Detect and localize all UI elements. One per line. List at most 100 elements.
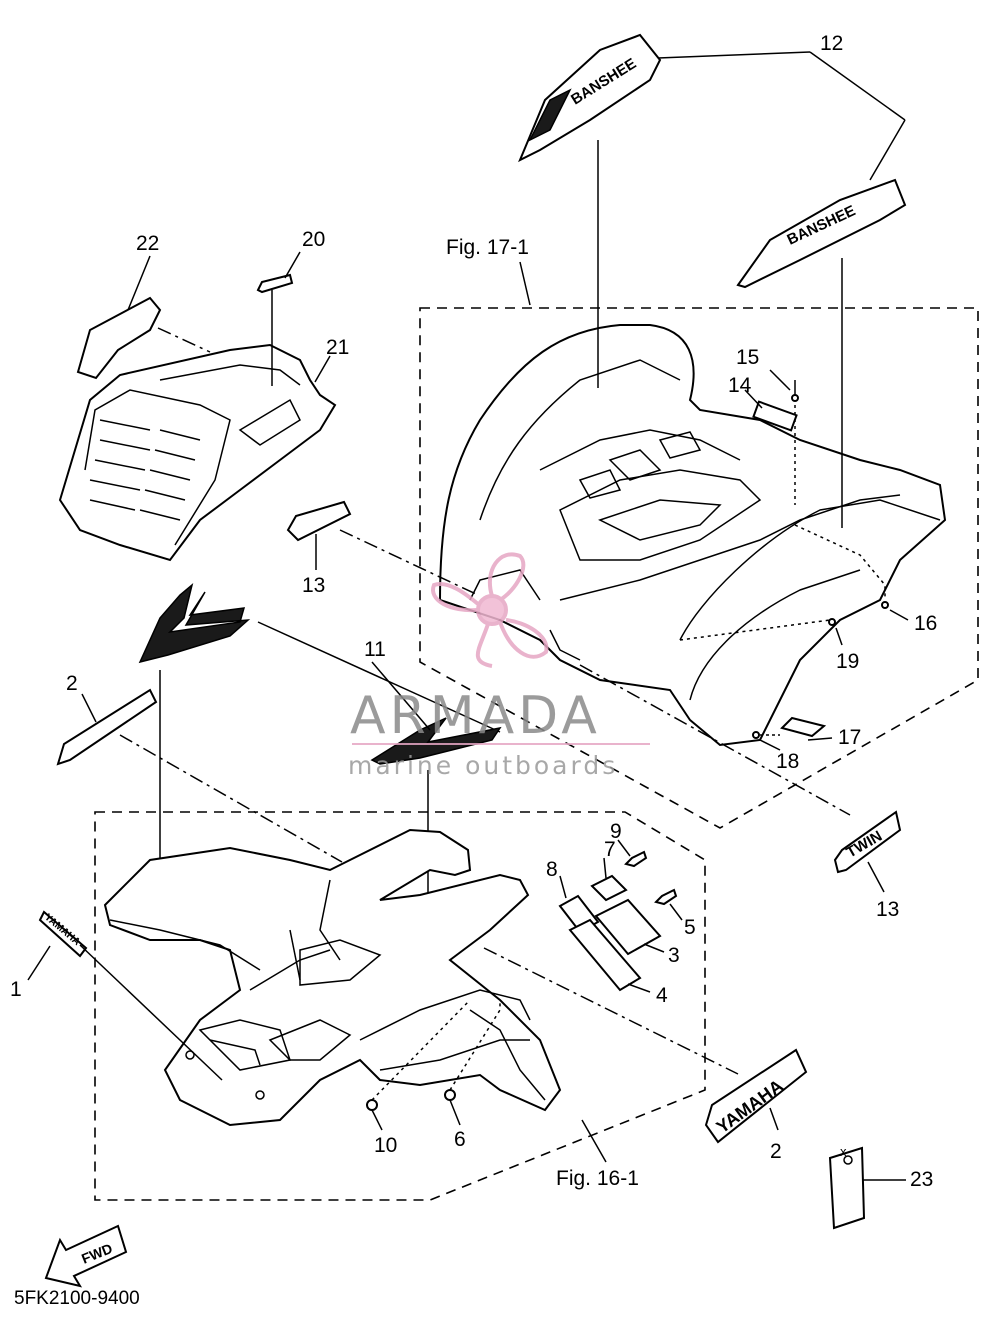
callout-7: 7 — [604, 838, 616, 861]
leader-3 — [643, 943, 665, 953]
dashline-13b — [579, 664, 851, 816]
leader-17 — [807, 737, 833, 741]
part-23-hole — [843, 1155, 853, 1165]
leader-7 — [603, 857, 607, 879]
leader-12a — [657, 51, 811, 59]
callout-23: 23 — [910, 1168, 933, 1191]
leader-9 — [617, 839, 631, 857]
callout-12: 12 — [820, 32, 843, 55]
leader-6 — [449, 1099, 461, 1126]
dotted-19 — [679, 619, 831, 641]
front-fender — [103, 828, 562, 1127]
leader-11-line — [257, 621, 501, 733]
part-19 — [828, 618, 836, 626]
leader-20b — [284, 251, 301, 279]
leader-2a — [81, 693, 97, 723]
callout-2a: 2 — [66, 672, 78, 695]
yamaha-small-text: YAMAHA — [42, 912, 82, 948]
part-3 — [594, 898, 662, 956]
rear-fender-outline-box — [419, 307, 979, 829]
callout-8: 8 — [546, 858, 558, 881]
propeller-logo-icon — [431, 552, 549, 668]
callout-3: 3 — [668, 944, 680, 967]
part-23 — [828, 1146, 866, 1230]
callout-13b: 13 — [876, 898, 899, 921]
yamaha-decal-small: YAMAHA — [38, 910, 88, 958]
callout-16: 16 — [914, 612, 937, 635]
front-fender-outline-box — [94, 811, 706, 1201]
yamaha-decal-large: YAMAHA — [704, 1048, 808, 1144]
banshee-decal-top: BANSHEE — [518, 33, 662, 163]
callout-18: 18 — [776, 750, 799, 773]
part-14 — [752, 400, 798, 432]
callout-6: 6 — [454, 1128, 466, 1151]
leader-fig17 — [519, 261, 531, 306]
part-18 — [752, 731, 760, 739]
leader-12b — [809, 51, 906, 121]
part-5 — [654, 888, 678, 906]
fig-16-label: Fig. 16-1 — [556, 1167, 639, 1190]
callout-5: 5 — [684, 916, 696, 939]
part-17 — [780, 716, 827, 738]
leader-11 — [371, 661, 431, 731]
callout-19: 19 — [836, 650, 859, 673]
part-13a — [286, 500, 352, 542]
leader-2b — [769, 1107, 779, 1131]
dashline-13a — [339, 529, 479, 596]
callout-10: 10 — [374, 1134, 397, 1157]
callout-11: 11 — [364, 638, 386, 661]
callout-1: 1 — [10, 978, 22, 1001]
part-16 — [881, 601, 889, 609]
callout-20: 20 — [302, 228, 325, 251]
part-9 — [624, 850, 648, 868]
part-23-mark: x — [840, 1144, 847, 1159]
callout-21: 21 — [326, 336, 349, 359]
leader-4 — [627, 983, 651, 993]
side-cover-assembly — [58, 343, 337, 562]
leader-1-to-fender — [79, 944, 223, 1081]
leader-12c — [869, 119, 906, 181]
leader-16 — [889, 609, 909, 621]
callout-9: 9 — [610, 820, 622, 843]
part-20 — [256, 273, 294, 294]
front-dark-decal — [138, 582, 251, 664]
callout-22: 22 — [136, 232, 159, 255]
leader-22 — [127, 255, 151, 311]
dashline-2a — [119, 734, 343, 863]
part-7 — [590, 874, 628, 902]
fig-17-label: Fig. 17-1 — [446, 236, 529, 259]
watermark-brand: ARMADA — [350, 686, 601, 746]
leader-fig16 — [581, 1119, 607, 1163]
dotted-16 — [794, 524, 886, 600]
leader-15 — [769, 369, 791, 391]
part-15 — [791, 394, 799, 402]
part-2a — [56, 688, 158, 766]
rear-fender — [438, 324, 947, 747]
watermark-tagline: marine outboards — [348, 751, 618, 780]
callout-14: 14 — [728, 374, 752, 397]
dotted-10 — [371, 999, 471, 1101]
dashline-22 — [157, 327, 211, 353]
leader-8 — [559, 875, 567, 899]
part-6 — [444, 1089, 456, 1101]
leader-5 — [669, 903, 683, 921]
part-4 — [568, 918, 642, 992]
leader-10 — [371, 1109, 383, 1131]
leader-1 — [27, 945, 51, 981]
callout-15: 15 — [736, 346, 759, 369]
fwd-arrow-icon: FWD — [44, 1224, 128, 1288]
callout-4: 4 — [656, 984, 668, 1007]
part-code: 5FK2100-9400 — [14, 1288, 140, 1309]
callout-17: 17 — [838, 726, 861, 749]
dashline-4 — [483, 947, 739, 1075]
part-11 — [370, 717, 502, 765]
leader-18 — [759, 739, 781, 751]
leader-19 — [835, 627, 843, 646]
leader-21 — [314, 355, 331, 383]
leader-13b — [867, 861, 885, 893]
part-10 — [366, 1099, 378, 1111]
callout-13a: 13 — [302, 574, 325, 597]
part-22 — [76, 296, 162, 380]
twin-decal: TWIN — [833, 810, 902, 874]
